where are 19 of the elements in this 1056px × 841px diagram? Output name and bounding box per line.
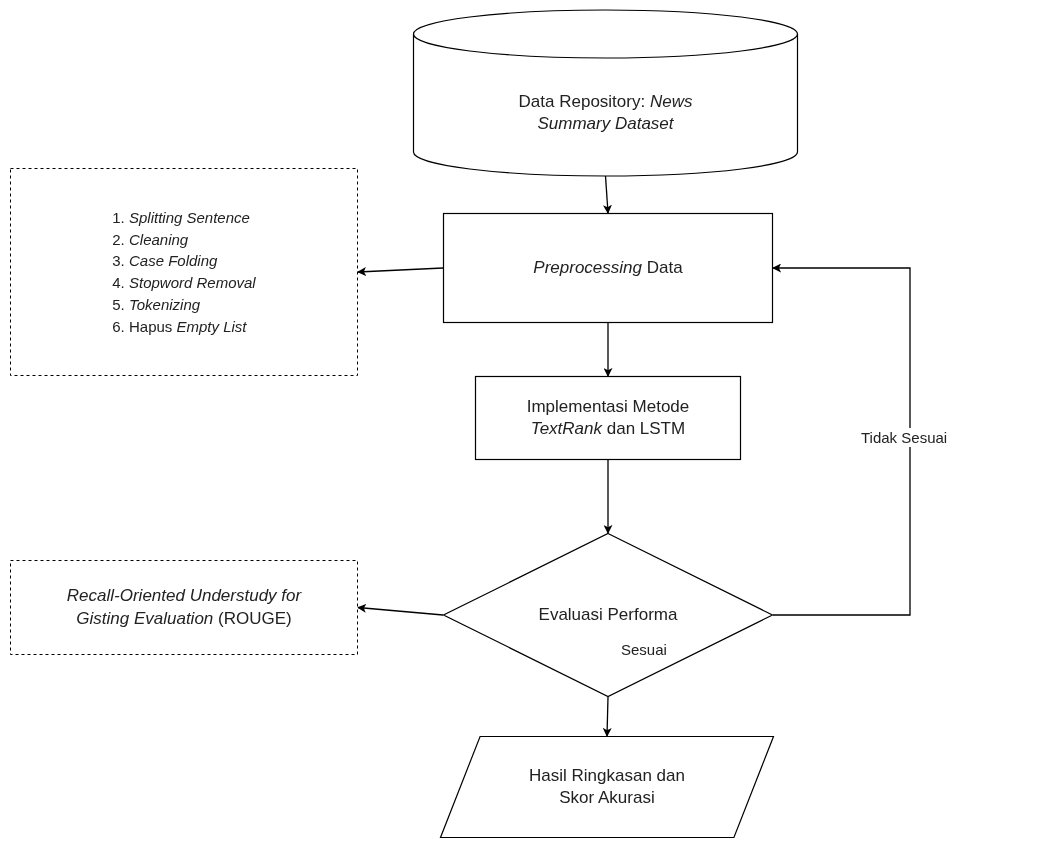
annotation-text: 6. Hapus Empty List (112, 316, 247, 337)
annotation-text: 2. Cleaning (112, 229, 189, 250)
output-label: Hasil Ringkasan dan Skor Akurasi (528, 764, 686, 809)
decision-label: Evaluasi Performa (538, 603, 678, 626)
process-label: Implementasi Metode TextRank dan LSTM (525, 395, 691, 440)
arrow (357, 267, 444, 277)
database-label: Data Repository: News Summary Dataset (517, 90, 694, 135)
arrow (357, 603, 444, 616)
arrow (602, 696, 612, 737)
process-label: Preprocessing Data (533, 256, 683, 279)
annotation-text: 3. Case Folding (112, 251, 218, 272)
annotation-text: Recall-Oriented Understudy for Gisting Evaluation (ROUGE) (65, 585, 303, 630)
annotation-text: 4. Stopword Removal (112, 273, 256, 293)
arrow (602, 175, 612, 214)
arrow (772, 263, 911, 616)
arrow (603, 322, 613, 377)
arrow (603, 459, 613, 534)
annotation-text: 5. Tokenizing (112, 294, 201, 315)
annotation-text: 1. Splitting Sentence (112, 207, 250, 228)
